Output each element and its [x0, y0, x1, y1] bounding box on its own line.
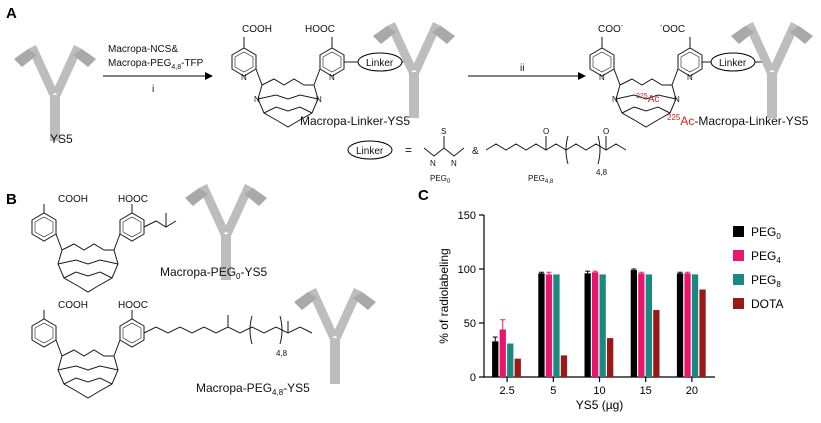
repeat-index-b: 4,8 — [276, 349, 288, 358]
legend-label: PEG0 — [751, 225, 781, 241]
svg-text:N: N — [599, 73, 605, 82]
hooc-b2: HOOC — [118, 300, 148, 311]
antibody-b2 — [294, 288, 376, 384]
peg-linker-structure: O O — [485, 127, 627, 165]
svg-text:N: N — [687, 73, 693, 82]
x-tick-label: 20 — [686, 385, 698, 397]
legend-label: DOTA — [751, 297, 783, 311]
arrow-head-1 — [205, 72, 213, 80]
legend-label: PEG8 — [751, 273, 781, 289]
step-1-label: i — [152, 84, 154, 95]
x-tick-label: 2.5 — [499, 385, 514, 397]
bar — [699, 289, 706, 377]
reagent-line-1: Macropa-NCS& — [108, 44, 178, 55]
panel-label-c: C — [418, 187, 429, 204]
coo-minus-1: COO- — [598, 23, 624, 35]
legend-swatch — [733, 298, 744, 309]
peg48-label: PEG4,8 — [528, 174, 554, 185]
y-tick-label: 100 — [458, 264, 476, 276]
y-axis-label: % of radiolabeling — [437, 248, 451, 343]
legend-swatch — [733, 274, 744, 285]
legend-label: PEG4 — [751, 249, 781, 265]
bar — [538, 273, 545, 377]
bar — [684, 273, 691, 377]
repeat-index-a: 4,8 — [596, 168, 608, 177]
bar — [507, 343, 514, 377]
bar — [560, 355, 568, 377]
linker-tag-2: Linker — [719, 58, 747, 69]
legend-swatch — [733, 250, 744, 261]
bar — [653, 310, 660, 377]
y-tick-label: 50 — [464, 318, 476, 330]
reagent-line-2: Macropa-PEG4,8-TFP — [108, 58, 204, 71]
panel-label-a: A — [6, 5, 17, 22]
legend-swatch — [733, 226, 744, 237]
bar — [630, 270, 637, 377]
bar — [553, 274, 560, 377]
arrow-head-2 — [578, 72, 586, 80]
macropa-peg48-structure — [31, 310, 313, 399]
hooc-1: HOOC — [305, 24, 335, 35]
antibody-ys5-a — [14, 45, 96, 141]
svg-text:N: N — [329, 73, 335, 82]
bar — [645, 274, 652, 377]
bar — [599, 274, 606, 377]
equals-sign: = — [405, 143, 412, 157]
svg-text:N: N — [241, 73, 247, 82]
x-tick-label: 10 — [593, 385, 605, 397]
svg-text:N: N — [451, 159, 457, 168]
hooc-b1: HOOC — [118, 194, 148, 205]
ooc-minus-1: -OOC — [660, 23, 685, 35]
bar — [492, 341, 499, 377]
bar — [676, 273, 684, 377]
intermediate-label: Macropa-Linker-YS5 — [300, 114, 410, 128]
compound-2-label: Macropa-PEG4,8-YS5 — [196, 381, 310, 397]
svg-text:O: O — [543, 127, 549, 136]
ampersand: & — [472, 146, 479, 157]
linker-ellipse-legend — [347, 140, 393, 160]
svg-text:N: N — [254, 95, 260, 104]
bar — [607, 338, 614, 377]
bar — [691, 274, 699, 377]
bar — [638, 273, 645, 377]
bar — [545, 274, 553, 377]
linker-tag-1: Linker — [366, 58, 394, 69]
x-tick-label: 15 — [640, 385, 652, 397]
svg-text:N: N — [316, 95, 322, 104]
thiourea-linker-structure: S N N — [423, 127, 465, 168]
svg-text:N: N — [674, 95, 680, 104]
peg0-label: PEG0 — [430, 174, 451, 185]
product-label: 225Ac-Macropa-Linker-YS5 — [667, 113, 809, 128]
cooh-1: COOH — [242, 24, 272, 35]
step-2-label: ii — [520, 63, 524, 74]
bar — [584, 273, 591, 377]
bar — [499, 329, 506, 377]
y-tick-label: 0 — [470, 372, 476, 384]
macropa-peg0-structure — [31, 204, 177, 293]
panel-label-b: B — [6, 191, 17, 208]
svg-text:S: S — [441, 127, 446, 136]
ys5-label: YS5 — [50, 132, 73, 146]
svg-text:N: N — [612, 95, 618, 104]
cooh-b1: COOH — [58, 194, 88, 205]
x-tick-label: 5 — [550, 385, 556, 397]
macropa-intermediate-structure: N N N N — [231, 37, 345, 128]
svg-text:O: O — [603, 127, 609, 136]
bar — [592, 272, 599, 377]
svg-text:N: N — [430, 159, 436, 168]
y-tick-label: 150 — [458, 210, 476, 222]
x-axis-label: YS5 (µg) — [576, 398, 624, 412]
bar — [514, 358, 521, 377]
macropa-product-structure: N N N N — [589, 37, 703, 128]
linker-tag-legend: Linker — [356, 146, 384, 157]
compound-1-label: Macropa-PEG0-YS5 — [160, 265, 267, 281]
cooh-b2: COOH — [58, 300, 88, 311]
ac-center: 225Ac — [636, 93, 659, 105]
